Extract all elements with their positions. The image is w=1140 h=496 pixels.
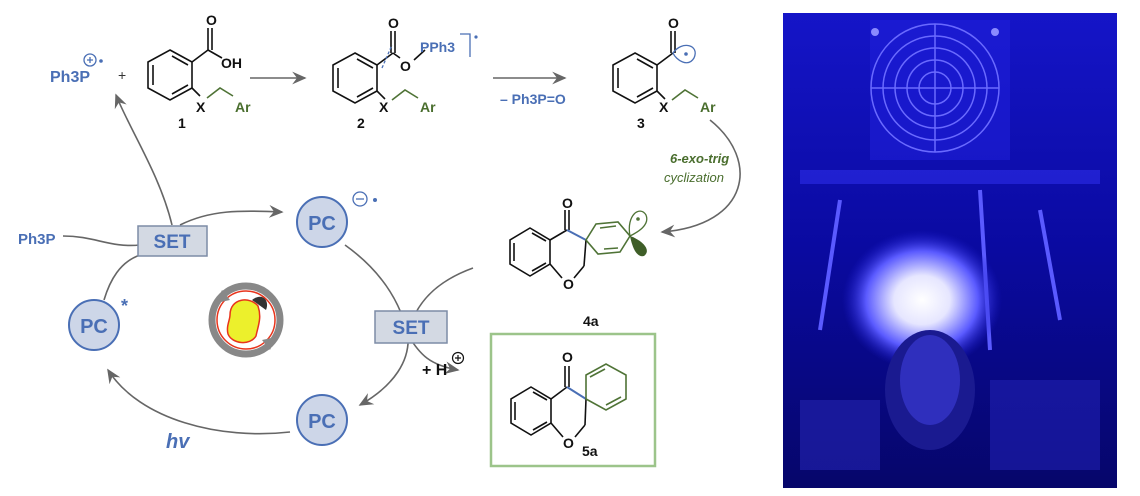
svg-text:2: 2 [357, 115, 365, 131]
svg-text:O: O [668, 15, 679, 31]
light-bulb-icon [208, 282, 284, 358]
compound-5a: O O 5a [510, 349, 627, 459]
svg-text:OH: OH [221, 55, 242, 71]
set-box-bottom: SET [374, 310, 448, 344]
svg-text:X: X [659, 99, 669, 115]
svg-text:X: X [379, 99, 389, 115]
svg-text:O: O [206, 12, 217, 28]
svg-text:O: O [562, 195, 573, 211]
svg-text:PC: PC [308, 213, 336, 235]
svg-text:5a: 5a [582, 443, 598, 459]
svg-text:1: 1 [178, 115, 186, 131]
radical-orbital-icon [672, 44, 696, 64]
svg-text:O: O [563, 276, 574, 292]
svg-text:SET: SET [393, 318, 430, 339]
svg-text:Ar: Ar [700, 99, 716, 115]
svg-text:PC: PC [308, 411, 336, 433]
svg-text:PC: PC [80, 316, 108, 338]
plus-charge-icon [83, 53, 97, 67]
svg-text:4a: 4a [583, 313, 599, 329]
ph3p-reagent: Ph3P [18, 231, 56, 248]
svg-text:Ar: Ar [420, 99, 436, 115]
byproduct-ph3po: – Ph3P=O [500, 91, 566, 107]
oxidation-arrow [114, 93, 173, 226]
product-box [489, 332, 657, 468]
set-box-top: SET [137, 225, 208, 257]
svg-text:*: * [121, 296, 128, 316]
svg-text:O: O [388, 15, 399, 31]
cyclization-type: 6-exo-trig [670, 151, 729, 166]
radical-dot-icon [99, 59, 103, 63]
plus-sign: + [118, 67, 126, 83]
cyclization-label: cyclization [664, 170, 724, 185]
svg-text:O: O [400, 58, 411, 74]
light-arrow [107, 368, 291, 435]
svg-text:Ar: Ar [235, 99, 251, 115]
svg-text:O: O [563, 435, 574, 451]
ph3p-radical-cation: Ph3P [50, 53, 103, 86]
compound-4a: O O 4a [509, 195, 648, 329]
pc-excited: PC * [68, 296, 128, 351]
reaction-setup-photo [783, 13, 1117, 488]
svg-text:Ph3P: Ph3P [50, 69, 90, 86]
pc-radical-anion: PC [296, 191, 377, 248]
svg-text:X: X [196, 99, 206, 115]
cyclization-arrow [660, 119, 741, 238]
svg-text:+ H: + H [422, 362, 447, 379]
svg-text:3: 3 [637, 115, 645, 131]
compound-2: O O PPh3 X Ar 2 [332, 15, 478, 131]
svg-text:PPh3: PPh3 [420, 39, 455, 55]
compound-3: O X Ar 3 [612, 15, 716, 131]
compound-1: O OH X Ar 1 [147, 12, 251, 131]
proton: + H [422, 351, 465, 379]
fan-grill [870, 23, 1000, 153]
svg-text:SET: SET [154, 232, 191, 253]
minus-charge-icon [352, 191, 368, 207]
pc-ground: PC [296, 394, 348, 446]
svg-text:O: O [562, 349, 573, 365]
light-hv: hv [166, 431, 191, 453]
set-to-pc-arrow [179, 204, 284, 226]
